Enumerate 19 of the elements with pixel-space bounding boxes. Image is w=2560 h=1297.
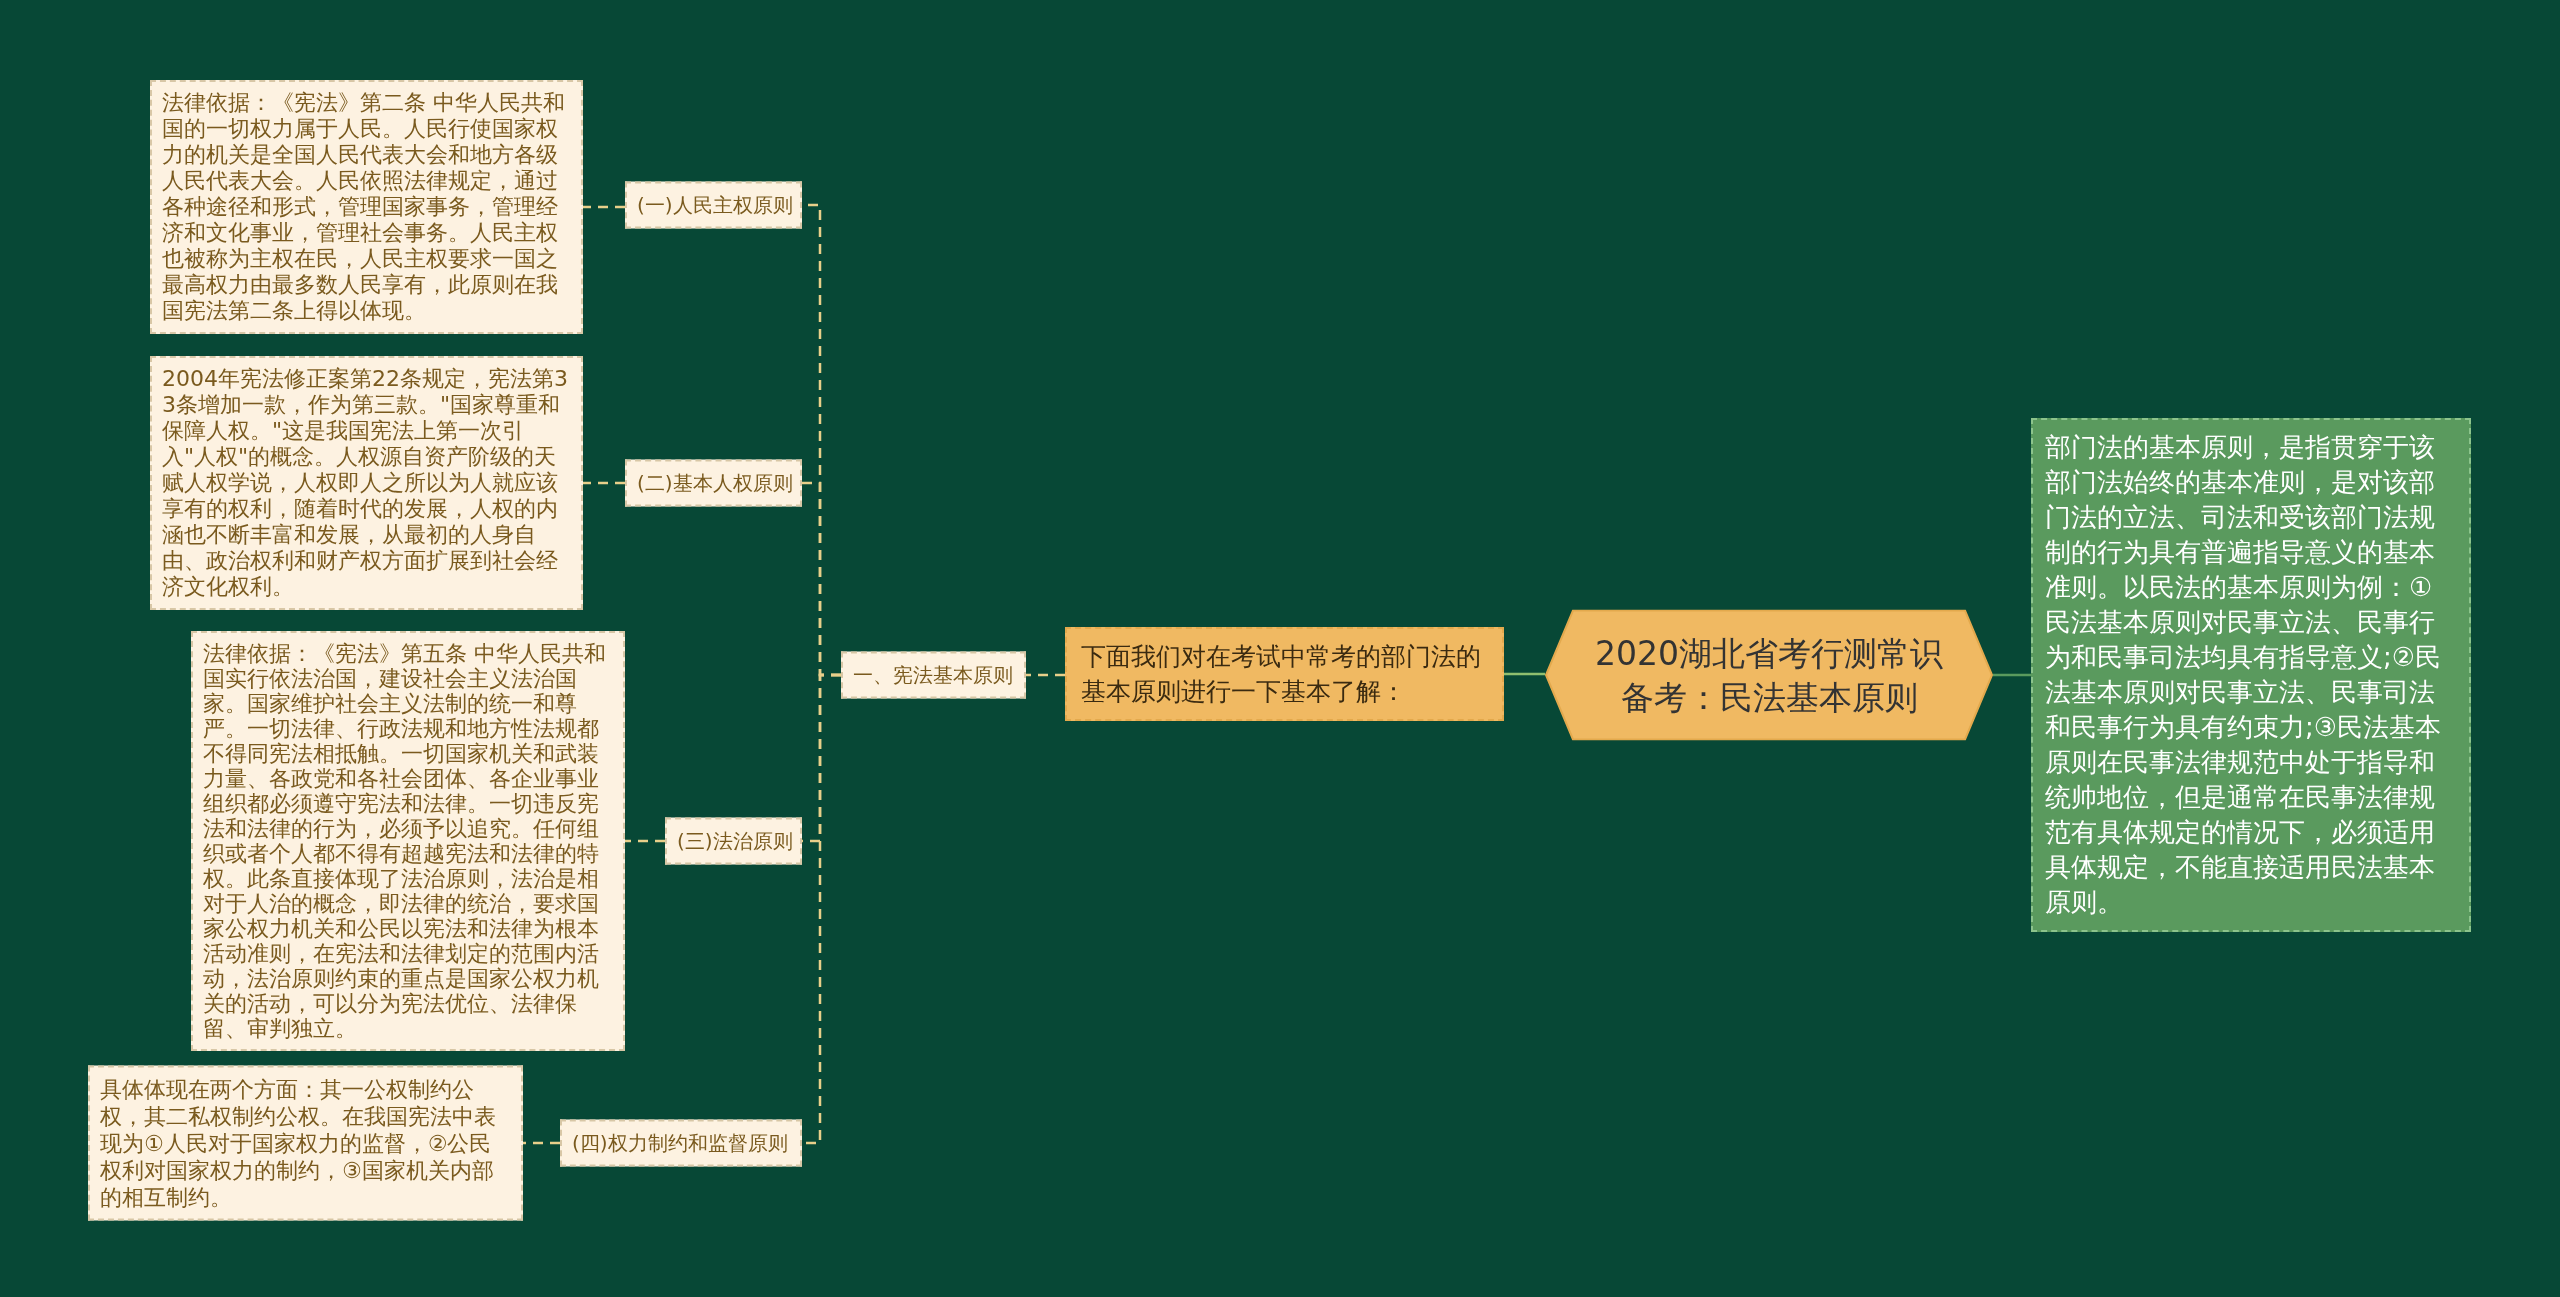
connector-line: [1026, 673, 1065, 677]
connector-line: [583, 481, 625, 485]
connector-line: [523, 1141, 560, 1145]
title-hexagon: 2020湖北省考行测常识备考：民法基本原则: [1545, 609, 1993, 741]
explanation-box: 法律依据：《宪法》第二条 中华人民共和国的一切权力属于人民。人民行使国家权力的机关是全国人民代表大会和地方各级人民代表大会。人民依照法律规定，通过各种途径和形式，管理国家事务，管理经济和文化事业，管理社会事务。人民主权也被称为主权在民，人民主权要求一国之最高权力由最多数人民享有，此原则在我国宪法第二条上得以体现。: [150, 80, 583, 334]
definition-box: 部门法的基本原则，是指贯穿于该部门法始终的基本准则，是对该部门法的立法、司法和受该部门法规制的行为具有普遍指导意义的基本准则。以民法的基本原则为例：①民法基本原则对民事立法、民事行为和民事司法均具有指导意义;②民法基本原则对民事立法、民事司法和民事行为具有约束力;③民法基本原则在民事法律规范中处于指导和统帅地位，但是通常在民事法律规范有具体规定的情况下，必须适用具体规定，不能直接适用民法基本原则。: [2031, 418, 2471, 932]
connector-line: [625, 839, 665, 843]
connector-line: [583, 205, 625, 209]
intro-box: 下面我们对在考试中常考的部门法的基本原则进行一下基本了解：: [1065, 627, 1504, 721]
topic-box: 一、宪法基本原则: [841, 651, 1026, 699]
principle-box: (三)法治原则: [665, 817, 802, 865]
connector-line: [1504, 672, 1545, 676]
principle-box: (一)人民主权原则: [625, 181, 802, 229]
explanation-box: 2004年宪法修正案第22条规定，宪法第33条增加一款，作为第三款。"国家尊重和保障人权。"这是我国宪法上第一次引入"人权"的概念。人权源自资产阶级的天赋人权学说，人权即人之所以为人就应该享有的权利，随着时代的发展，人权的内涵也不断丰富和发展，从最初的人身自由、政治权利和财产权方面扩展到社会经济文化权利。: [150, 356, 583, 610]
explanation-box: 法律依据：《宪法》第五条 中华人民共和国实行依法治国，建设社会主义法治国家。国家维护社会主义法制的统一和尊严。一切法律、行政法规和地方性法规都不得同宪法相抵触。一切国家机关和武装力量、各政党和各社会团体、各企业事业组织都必须遵守宪法和法律。一切违反宪法和法律的行为，必须予以追究。任何组织或者个人都不得有超越宪法和法律的特权。此条直接体现了法治原则，法治是相对于人治的概念，即法律的统治，要求国家公权力机关和公民以宪法和法律为根本活动准则，在宪法和法律划定的范围内活动，法治原则约束的重点是国家公权力机关的活动，可以分为宪法优位、法律保留、审判独立。: [191, 631, 625, 1051]
connector-line: [1993, 673, 2031, 677]
principle-box: (四)权力制约和监督原则: [560, 1119, 802, 1167]
principle-box: (二)基本人权原则: [625, 459, 802, 507]
explanation-box: 具体体现在两个方面：其一公权制约公权，其二私权制约公权。在我国宪法中表现为①人民对于国家权力的监督，②公民权利对国家权力的制约，③国家机关内部的相互制约。: [88, 1065, 523, 1221]
